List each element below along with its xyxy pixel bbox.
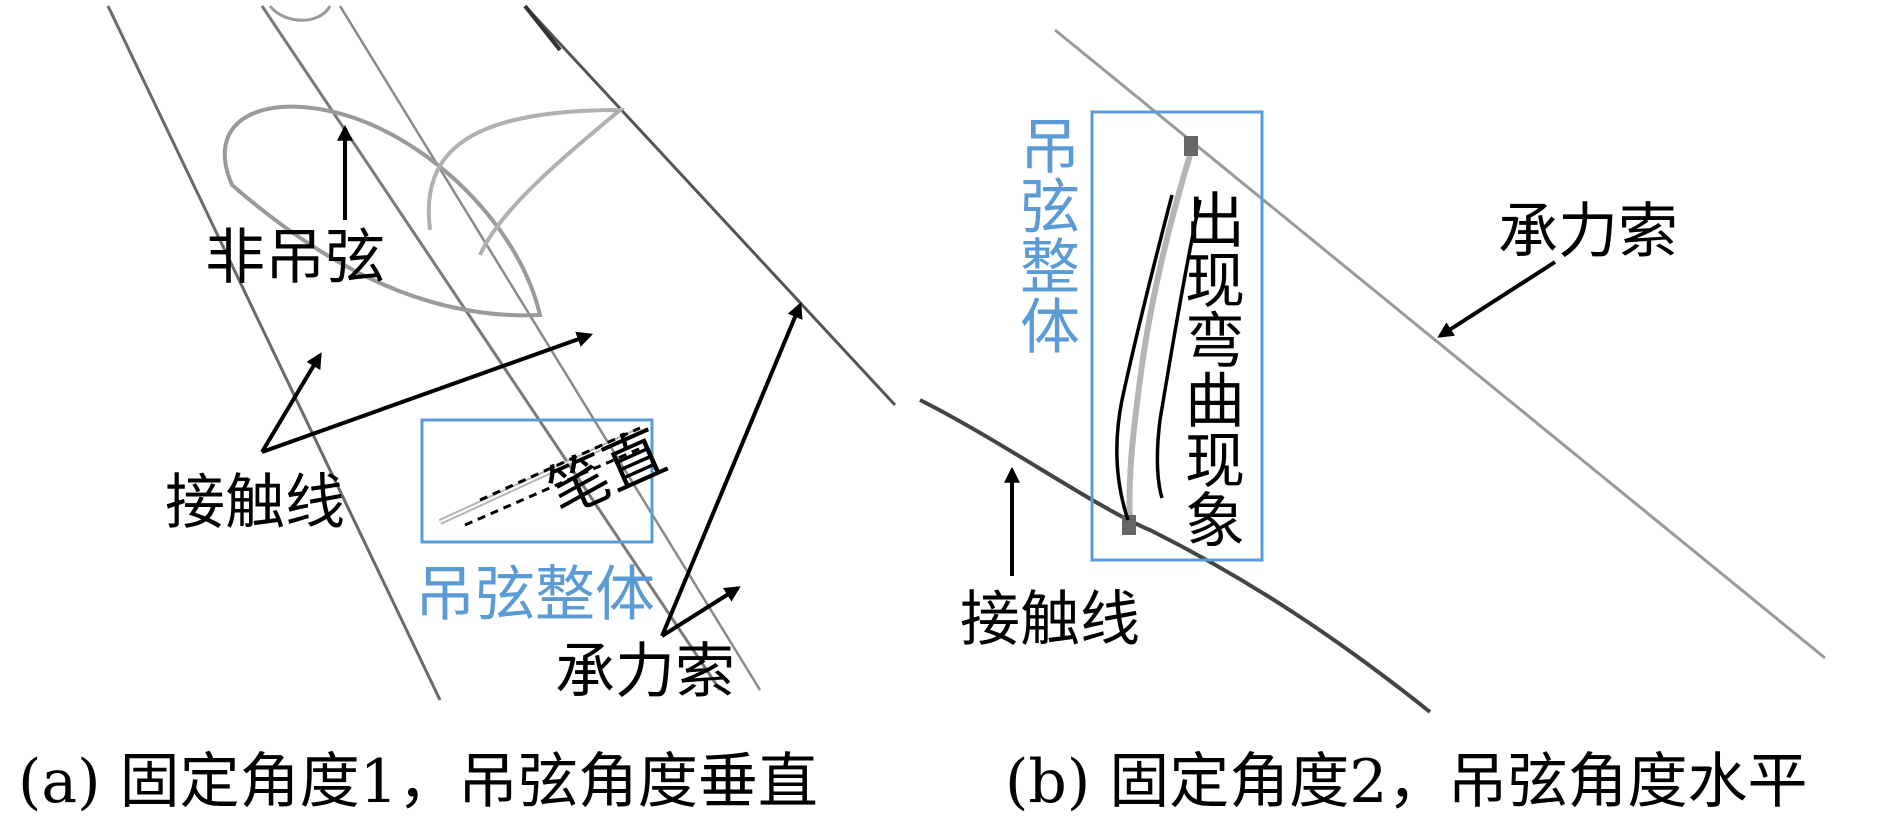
panel-a-arrow-messenger-2	[660, 586, 741, 638]
panel-b-bend-mark-2	[1155, 199, 1202, 499]
panel-b-dropper-box	[1090, 110, 1264, 562]
panel-b-label-messenger: 承力索	[1498, 197, 1678, 267]
panel-a-caption: (a) 固定角度1，吊弦角度垂直	[18, 747, 818, 817]
panel-b-dropper	[1126, 144, 1196, 526]
panel-b-label-dropper-whole: 吊弦整体	[1020, 113, 1080, 363]
panel-a	[106, 4, 897, 701]
panel-b-label-bending: 出现弯曲现象	[1185, 187, 1245, 557]
panel-a-messenger-wire	[523, 4, 897, 407]
panel-b-dropper-clamp-bottom	[1122, 515, 1136, 535]
panel-a-dropper-inner	[439, 429, 641, 523]
panel-a-label-messenger: 承力索	[555, 637, 735, 707]
panel-a-arrow-contact-2	[261, 331, 594, 454]
panel-b-arrow-messenger	[1437, 260, 1557, 338]
panel-a-non-dropper-loop-2	[426, 107, 626, 256]
panel-b-caption: (b) 固定角度2，吊弦角度水平	[1005, 747, 1808, 817]
panel-a-arrow-contact-1	[260, 352, 322, 454]
panel-b-messenger-wire	[1054, 28, 1826, 660]
panel-a-arrow-messenger-1	[660, 302, 803, 637]
panel-b-contact-wire	[919, 398, 1432, 714]
panel-b	[919, 28, 1826, 714]
panel-a-dropper-box	[420, 418, 654, 544]
panel-a-label-dropper-whole: 吊弦整体	[415, 560, 655, 630]
panel-a-contact-wire-right	[260, 5, 722, 691]
panel-a-label-contact-wire: 接触线	[165, 468, 345, 538]
panel-a-straight-dash-2	[464, 443, 649, 527]
panel-a-straight-dash-1	[479, 426, 641, 502]
panel-a-messenger-wire-top	[523, 4, 562, 52]
panel-a-label-non-dropper: 非吊弦	[205, 223, 385, 293]
panel-b-label-contact-wire: 接触线	[960, 585, 1140, 655]
panel-a-contact-wire-left	[106, 5, 442, 701]
panel-a-non-dropper-loop-1	[223, 104, 543, 318]
panel-b-dropper-clamp-top	[1184, 136, 1198, 156]
panel-b-bend-mark-1	[1115, 194, 1174, 521]
panel-a-non-dropper-top	[268, 4, 332, 22]
